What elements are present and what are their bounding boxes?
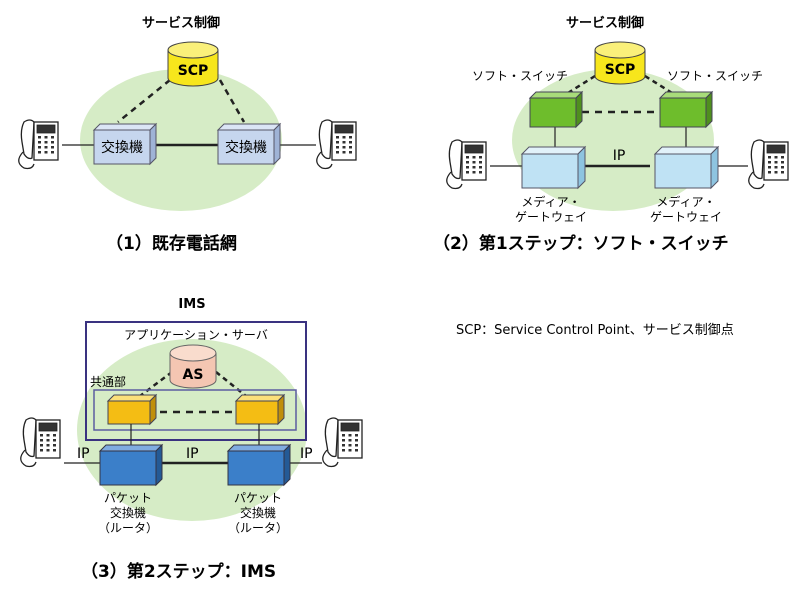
common-box-left	[106, 393, 158, 426]
softswitch-label-right: ソフト・スイッチ	[667, 69, 763, 83]
ip-label: IP	[613, 148, 626, 164]
scp-link-left	[117, 79, 171, 123]
scp-link-right	[644, 74, 681, 100]
router-right	[226, 443, 292, 487]
gateway-label-right-line1: メディア・	[656, 194, 715, 209]
ip-label-right: IP	[300, 446, 313, 462]
exchange-box-left: 交換機	[92, 122, 158, 166]
router-label-left-line3: （ルータ）	[98, 521, 158, 535]
ip-label-middle: IP	[186, 446, 199, 462]
media-gateway-left	[520, 145, 587, 190]
as-link-right	[215, 371, 247, 397]
panel-3-ims: IMS アプリケーション・サーバ AS 共通部	[20, 297, 363, 582]
router-left	[98, 443, 164, 487]
service-control-heading: サービス制御	[566, 15, 644, 31]
telephone-icon	[446, 139, 487, 190]
database-cylinder-icon: AS	[183, 367, 204, 383]
softswitch-box-right	[658, 90, 714, 129]
router-label-right-line1: パケット	[234, 491, 282, 505]
as-cylinder: AS	[169, 344, 217, 389]
exchange-box-right: 交換機	[216, 122, 282, 166]
panel-1-caption: （1）既存電話網	[106, 233, 237, 254]
ims-frame	[85, 321, 307, 441]
scp-cylinder: SCP	[167, 41, 219, 87]
scp-cylinder: SCP	[594, 41, 646, 85]
router-label-left-line2: 交換機	[110, 505, 146, 520]
telephone-icon	[748, 139, 789, 190]
common-part-label: 共通部	[90, 374, 126, 389]
panel-3-caption: （3）第2ステップ：IMS	[81, 561, 276, 582]
database-cylinder-icon: SCP	[605, 62, 636, 78]
common-box-right	[234, 393, 286, 426]
database-cylinder-icon: SCP	[178, 63, 209, 79]
ip-label-left: IP	[77, 446, 90, 462]
telephone-icon	[18, 119, 59, 170]
scp-link-left	[559, 74, 596, 100]
service-control-heading: サービス制御	[142, 15, 220, 31]
as-link-left	[139, 371, 173, 397]
common-part-frame	[93, 389, 297, 431]
exchange-label-right: 交換機	[225, 139, 267, 156]
service-area-ellipse	[80, 69, 282, 211]
ims-heading: IMS	[178, 297, 205, 312]
media-gateway-right	[653, 145, 720, 190]
gateway-label-left-line1: メディア・	[521, 194, 580, 209]
telephone-icon	[20, 417, 61, 468]
telephone-icon	[322, 417, 363, 468]
scp-link-right	[218, 79, 246, 123]
panel-2-caption: （2）第1ステップ：ソフト・スイッチ	[433, 233, 729, 254]
softswitch-box-left	[528, 90, 584, 129]
gateway-label-right-line2: ゲートウェイ	[650, 210, 722, 224]
exchange-label-left: 交換機	[101, 139, 143, 156]
softswitch-label-left: ソフト・スイッチ	[472, 69, 568, 83]
service-area-ellipse	[512, 69, 714, 211]
scp-legend: SCP：Service Control Point、サービス制御点	[456, 323, 734, 338]
panel-2-softswitch: サービス制御 SCP ソフト・スイッチ ソフト・スイッチ	[433, 15, 789, 254]
panel-1-existing-network: サービス制御 SCP 交換機 交換機 （1）既存電話網	[18, 15, 357, 254]
router-label-left-line1: パケット	[104, 491, 152, 505]
router-label-right-line2: 交換機	[240, 505, 276, 520]
gateway-label-left-line2: ゲートウェイ	[515, 210, 587, 224]
router-label-right-line3: （ルータ）	[228, 521, 288, 535]
telephone-icon	[316, 119, 357, 170]
application-server-label: アプリケーション・サーバ	[124, 328, 268, 342]
